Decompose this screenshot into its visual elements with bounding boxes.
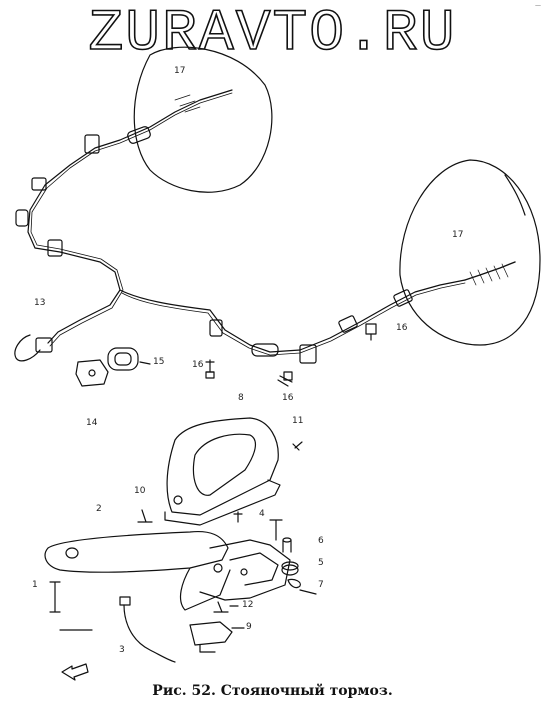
bolt-16-mid bbox=[277, 371, 293, 387]
part-label-16-mid: 16 bbox=[282, 393, 294, 403]
bracket-9 bbox=[189, 621, 233, 646]
cable-left bbox=[14, 89, 233, 362]
figure-caption: Рис. 52. Стояночный тормоз. bbox=[152, 683, 393, 699]
part-label-1: 1 bbox=[32, 580, 38, 590]
part-label-5: 5 bbox=[318, 558, 324, 568]
bolt-10 bbox=[137, 509, 153, 523]
part-label-13: 13 bbox=[34, 298, 46, 308]
equalizer-plate bbox=[75, 359, 109, 387]
spacer-5 bbox=[281, 537, 299, 576]
part-label-14: 14 bbox=[86, 418, 98, 428]
lever-cover bbox=[166, 417, 279, 516]
part-label-6: 6 bbox=[318, 536, 324, 546]
hand-brake-lever bbox=[44, 530, 291, 611]
bolt-12 bbox=[213, 601, 229, 613]
part-label-7: 7 bbox=[318, 580, 324, 590]
part-label-16-left: 16 bbox=[192, 360, 204, 370]
part-label-3: 3 bbox=[119, 645, 125, 655]
brake-switch-wire bbox=[119, 596, 176, 663]
part-label-17-right: 17 bbox=[452, 230, 464, 240]
bolt-16-right bbox=[365, 323, 377, 341]
part-label-10: 10 bbox=[134, 486, 146, 496]
rear-wheel-right-outline bbox=[399, 159, 541, 346]
part-label-16-right: 16 bbox=[396, 323, 408, 333]
spring-7 bbox=[287, 578, 301, 589]
rear-wheel-left-outline bbox=[133, 46, 273, 193]
bolt-4 bbox=[233, 511, 243, 523]
part-label-2: 2 bbox=[96, 504, 102, 514]
part-label-12: 12 bbox=[242, 600, 254, 610]
corner-mark: — bbox=[535, 2, 541, 9]
part-label-4: 4 bbox=[259, 509, 265, 519]
cable-right bbox=[119, 261, 516, 364]
bolt-16-left bbox=[205, 359, 215, 379]
screw-11 bbox=[292, 441, 303, 451]
part-label-15: 15 bbox=[153, 357, 165, 367]
part-label-8: 8 bbox=[238, 393, 244, 403]
part-label-11: 11 bbox=[292, 416, 304, 426]
part-label-9: 9 bbox=[246, 622, 252, 632]
part-label-17-left: 17 bbox=[174, 66, 186, 76]
rubber-grommet bbox=[107, 347, 139, 371]
front-arrow-icon bbox=[61, 663, 89, 681]
